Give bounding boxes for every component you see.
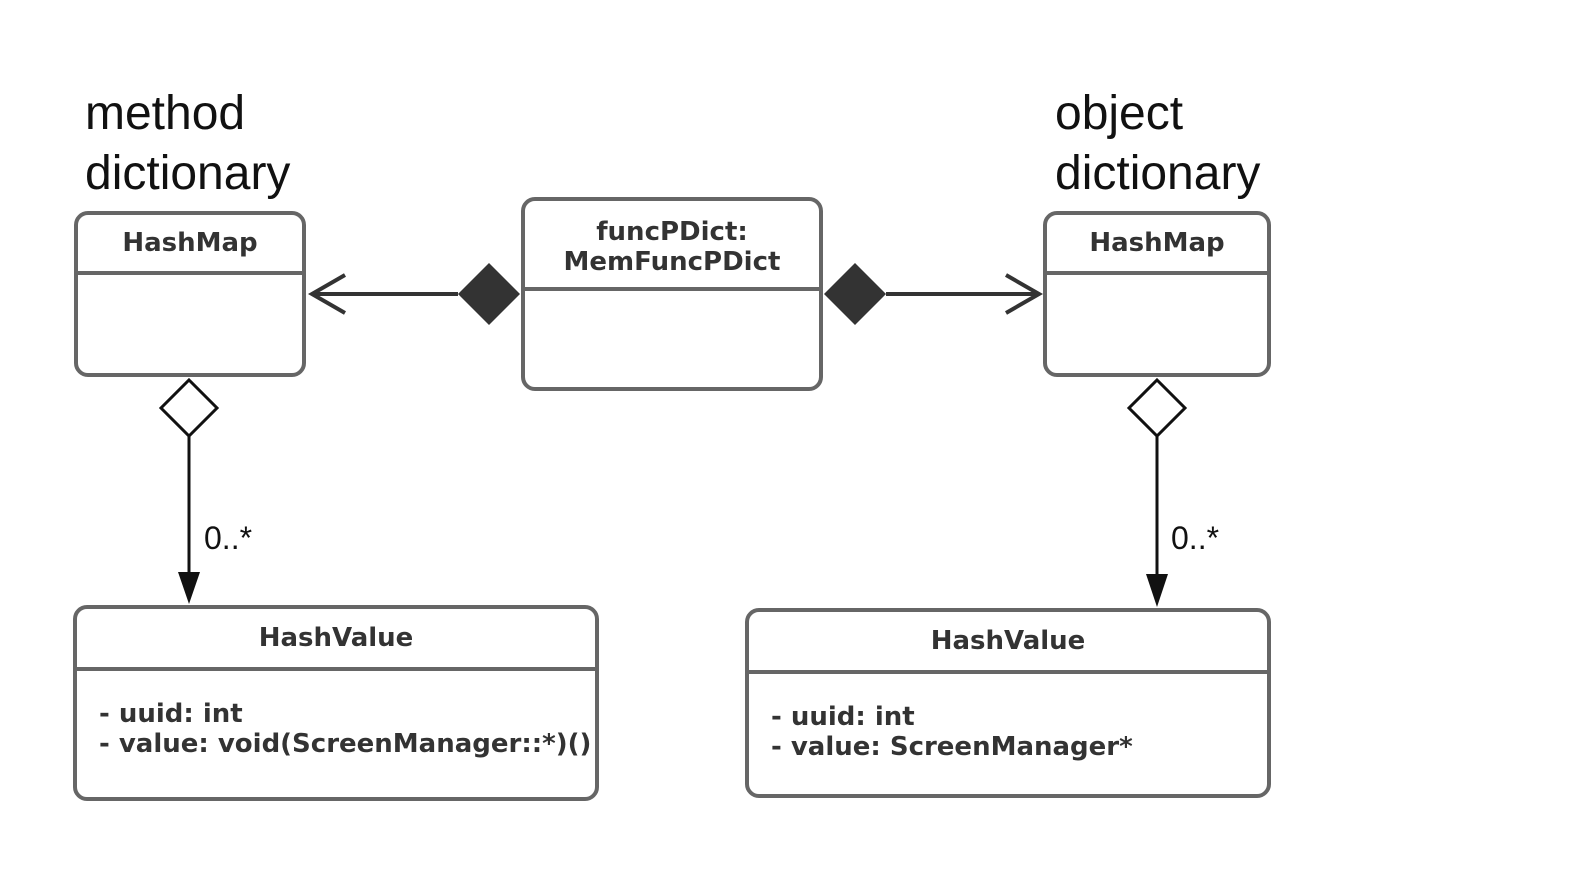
- filled-arrowhead-icon: [178, 572, 200, 604]
- heading-line: method: [85, 87, 246, 140]
- method-dictionary-heading: method dictionary: [85, 84, 290, 204]
- hashmap-object-class: HashMap: [1043, 211, 1271, 377]
- hashmap-method-class: HashMap: [74, 211, 306, 377]
- class-name: HashMap: [1047, 215, 1267, 275]
- attribute-value: - value: void(ScreenManager::*)(): [99, 729, 592, 759]
- class-name-line: funcPDict:: [596, 217, 748, 247]
- class-attributes: - uuid: int - value: ScreenManager*: [749, 674, 1267, 794]
- composition-left: [307, 263, 520, 325]
- hashvalue-object-class: HashValue - uuid: int - value: ScreenMan…: [745, 608, 1271, 798]
- filled-diamond-icon: [458, 263, 520, 325]
- heading-line: dictionary: [85, 147, 291, 200]
- multiplicity-label: 0..*: [1171, 520, 1220, 556]
- class-name-line: MemFuncPDict: [563, 247, 781, 277]
- hashvalue-method-class: HashValue - uuid: int - value: void(Scre…: [73, 605, 599, 801]
- attribute-uuid: - uuid: int: [771, 702, 915, 732]
- class-name: HashValue: [749, 612, 1267, 674]
- object-dictionary-heading: object dictionary: [1055, 84, 1260, 204]
- heading-line: dictionary: [1055, 147, 1261, 200]
- aggregation-left: [158, 377, 220, 604]
- class-attributes: - uuid: int - value: void(ScreenManager:…: [77, 671, 595, 797]
- filled-arrowhead-icon: [1146, 574, 1168, 607]
- multiplicity-label: 0..*: [204, 520, 253, 556]
- class-name: funcPDict: MemFuncPDict: [525, 201, 819, 291]
- aggregation-right: [1126, 377, 1188, 607]
- funcpdict-class: funcPDict: MemFuncPDict: [521, 197, 823, 391]
- open-arrowhead: [1005, 273, 1044, 315]
- hollow-diamond-icon: [1126, 377, 1188, 439]
- hollow-diamond-icon: [158, 377, 220, 439]
- attribute-value: - value: ScreenManager*: [771, 732, 1133, 762]
- open-arrowhead: [307, 273, 346, 315]
- composition-right: [824, 263, 1044, 325]
- filled-diamond-icon: [824, 263, 886, 325]
- class-name: HashValue: [77, 609, 595, 671]
- class-name: HashMap: [78, 215, 302, 275]
- heading-line: object: [1055, 87, 1184, 140]
- attribute-uuid: - uuid: int: [99, 699, 243, 729]
